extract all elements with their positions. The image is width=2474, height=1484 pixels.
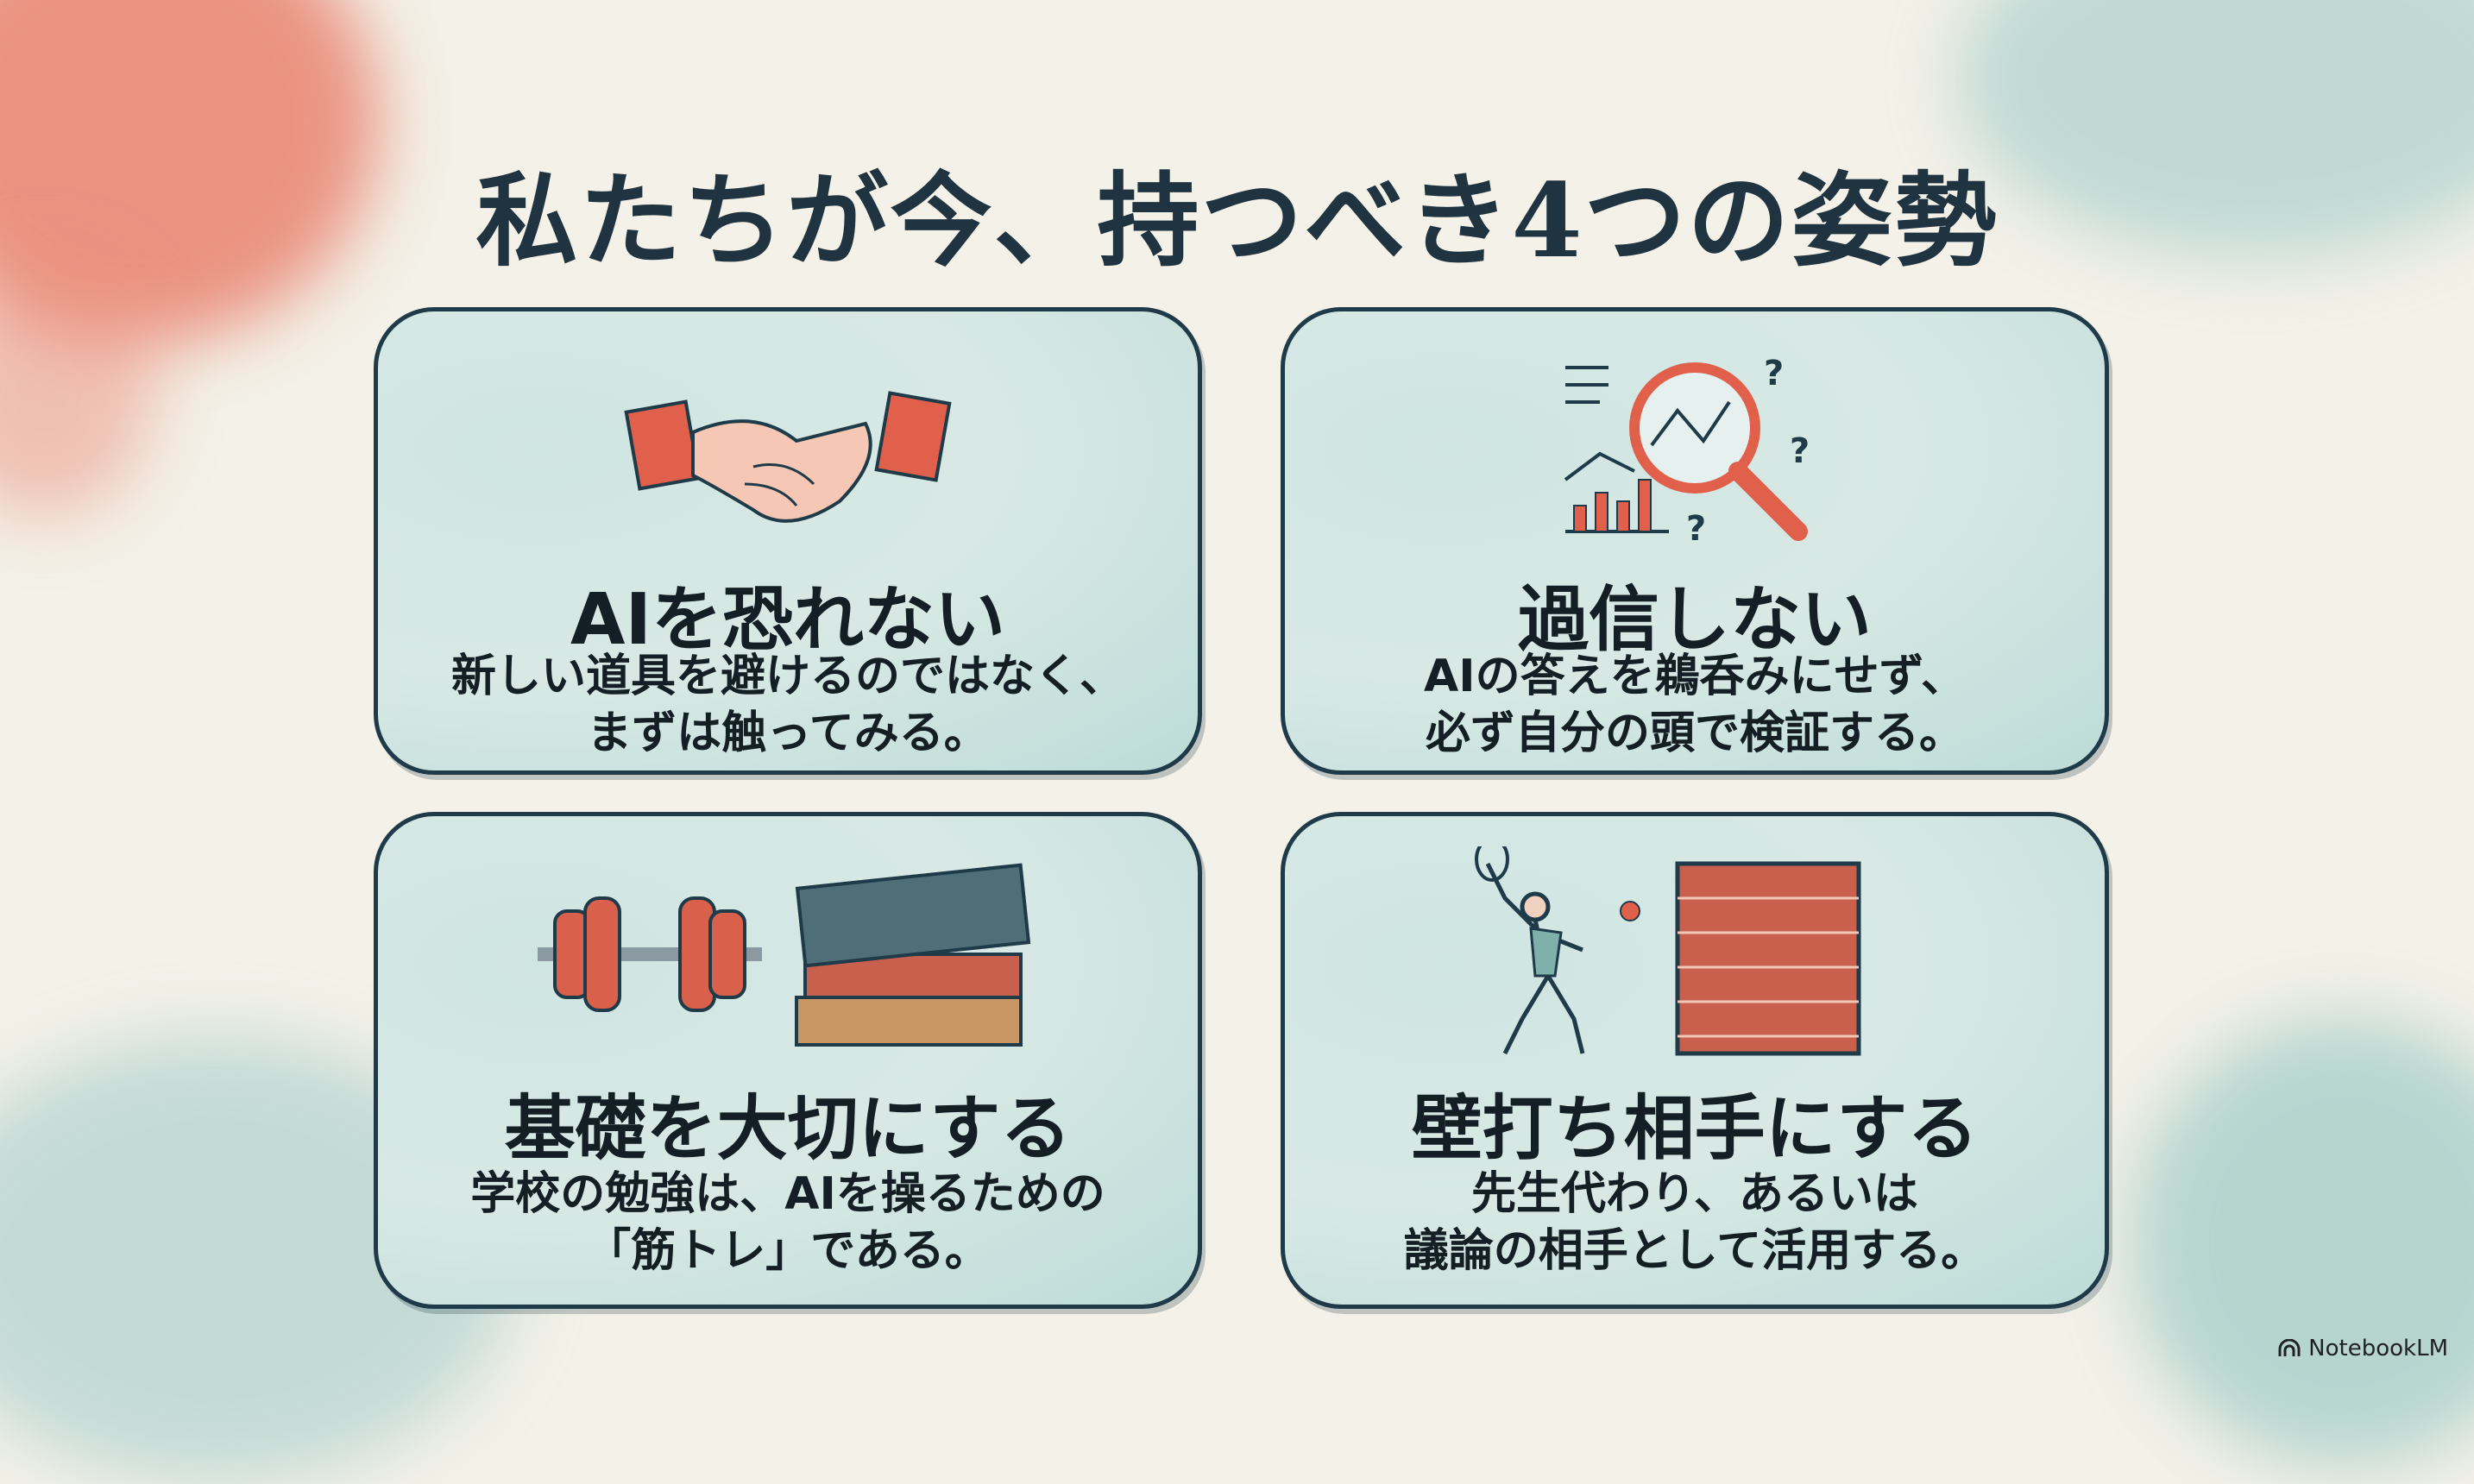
- teal-watercolor: [2129, 1018, 2474, 1467]
- card-text-line: 新しい道具を避けるのではなく、: [450, 651, 1124, 702]
- card-text-line: AIの答えを鵜呑みにせず、: [1424, 651, 1966, 702]
- page-title: 私たちが今、持つべき4つの姿勢: [475, 160, 1999, 280]
- card-title: 壁打ち相手にする: [1411, 1088, 1979, 1170]
- card-text-line: 必ず自分の頭で検証する。: [1425, 707, 1964, 759]
- card-no-overconfidence: ? ? ? 過信しない AIの答えを鵜呑みにせず、 必ず自分の頭で検証する。: [1281, 307, 2109, 775]
- svg-text:?: ?: [1686, 509, 1706, 549]
- card-text-line: 学校の勉強は、AIを操るための: [470, 1168, 1105, 1220]
- svg-text:?: ?: [1764, 354, 1784, 393]
- card-sparring-partner: 壁打ち相手にする 先生代わり、あるいは 議論の相手として活用する。: [1281, 812, 2109, 1309]
- card-title: AIを恐れない: [570, 579, 1005, 661]
- card-text-line: 議論の相手として活用する。: [1403, 1225, 1986, 1277]
- card-title: 過信しない: [1517, 579, 1872, 661]
- card-text-line: まずは触ってみる。: [587, 707, 989, 759]
- handshake-icon: [624, 391, 952, 523]
- dumbbell-books-icon: [538, 863, 1031, 1047]
- magnifier-chart-icon: ? ? ?: [1564, 354, 1810, 549]
- notebooklm-logo-icon: [2278, 1339, 2301, 1356]
- notebooklm-watermark: NotebookLM: [2277, 1336, 2448, 1361]
- card-text-line: 「筋トレ」である。: [586, 1225, 990, 1277]
- brand-label: NotebookLM: [2308, 1336, 2448, 1361]
- card-text-line: 先生代わり、あるいは: [1471, 1168, 1918, 1220]
- card-ai-no-fear: AIを恐れない 新しい道具を避けるのではなく、 まずは触ってみる。: [374, 307, 1202, 775]
- card-title: 基礎を大切にする: [504, 1088, 1072, 1170]
- tennis-wall-icon: [1475, 846, 1861, 1056]
- card-basics: 基礎を大切にする 学校の勉強は、AIを操るための 「筋トレ」である。: [374, 812, 1202, 1309]
- svg-text:?: ?: [1790, 431, 1810, 471]
